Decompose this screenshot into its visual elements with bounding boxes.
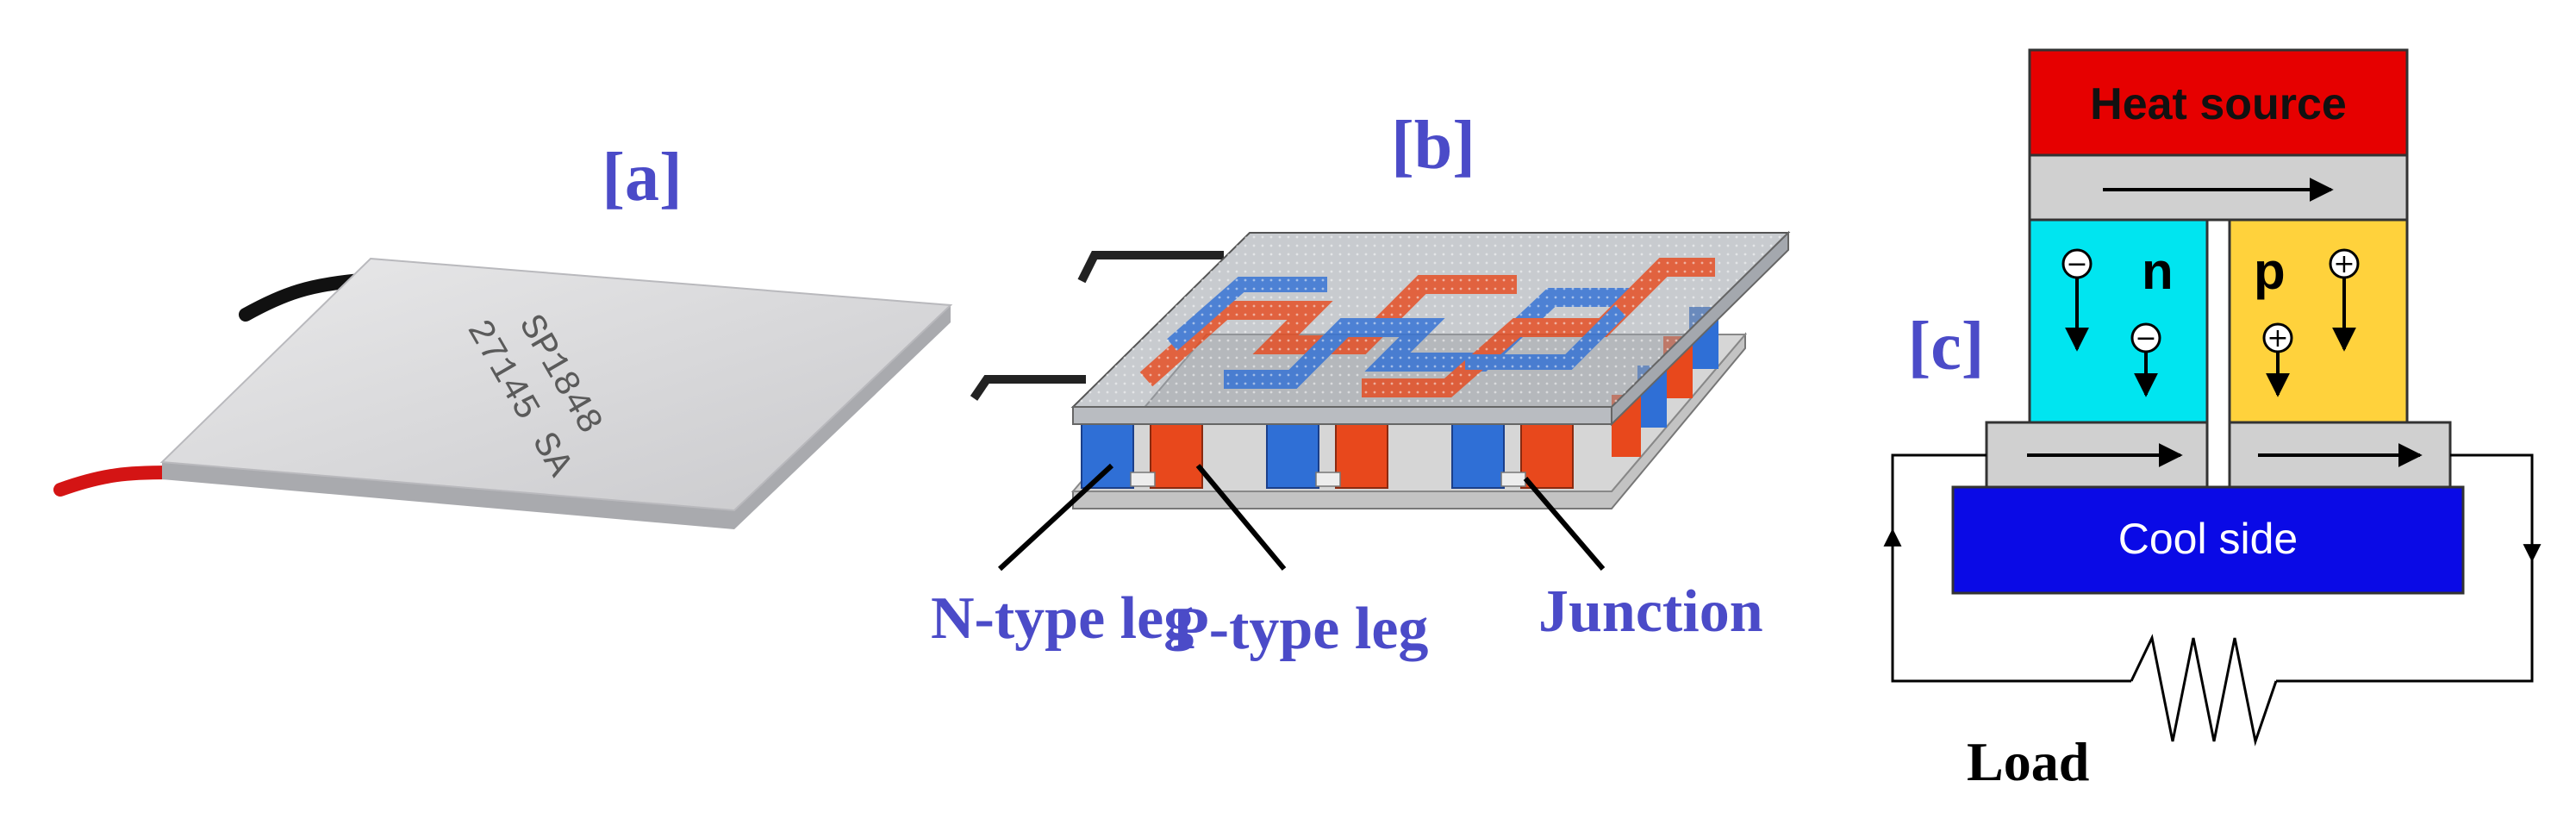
- peltier-module-photo: SP1848 27145 SA: [53, 257, 953, 529]
- n-type-leg: [1451, 420, 1505, 489]
- n-type-leg: [1266, 420, 1319, 489]
- n-leg-callout-line: [997, 463, 1114, 572]
- junction-label: Junction: [1538, 578, 1763, 645]
- panel-c: [c] Heat source n p − − +: [1883, 48, 2542, 792]
- p-type-leg-label: P-type leg: [1172, 596, 1428, 662]
- cool-side-block: [1951, 485, 2465, 595]
- panel-a-label: [a]: [602, 140, 682, 216]
- junction-strip: [1500, 472, 1526, 487]
- junction-strip: [1130, 472, 1156, 487]
- hole-carrier: +: [2329, 248, 2360, 352]
- p-leg-callout-line: [1195, 464, 1287, 571]
- panel-c-label: [c]: [1908, 309, 1985, 384]
- n-element-label: n: [2142, 242, 2174, 300]
- p-element-label: p: [2254, 242, 2286, 300]
- n-type-leg: [1081, 420, 1134, 489]
- load-resistor: [2130, 634, 2278, 747]
- electron-carrier: −: [2130, 322, 2161, 397]
- svg-text:−: −: [2135, 323, 2156, 353]
- load-label: Load: [1967, 731, 2089, 792]
- junction-strip: [1315, 472, 1341, 487]
- panel-b-label: [b]: [1391, 108, 1475, 184]
- hot-side-contact: [2028, 153, 2409, 222]
- p-type-element: [2228, 218, 2409, 424]
- n-type-element: [2028, 218, 2209, 424]
- heat-source-label: Heat source: [2090, 79, 2347, 129]
- hole-carrier: +: [2262, 322, 2293, 397]
- p-type-leg: [1520, 420, 1574, 489]
- panel-a: [a] SP1848 27145 SA: [53, 140, 953, 529]
- red-lead-wire: [53, 466, 175, 497]
- module-top-face: [159, 257, 953, 512]
- svg-text:−: −: [2066, 249, 2087, 279]
- lower-lead-wire: [970, 375, 1086, 401]
- teg-cross-section-illustration: [970, 230, 1791, 572]
- heat-source-block: [2028, 48, 2409, 157]
- junction-callout-line: [1523, 477, 1606, 571]
- p-type-leg: [1150, 420, 1203, 489]
- top-plate-edge: [1072, 406, 1612, 425]
- load-circuit: [1883, 453, 2542, 747]
- upper-lead-wire: [1077, 251, 1224, 284]
- cool-side-label: Cool side: [2118, 515, 2298, 563]
- svg-text:+: +: [2267, 323, 2288, 353]
- svg-text:+: +: [2333, 249, 2355, 279]
- electron-carrier: −: [2061, 248, 2093, 352]
- panel-b: [b]: [931, 108, 1791, 662]
- p-type-leg: [1335, 420, 1388, 489]
- n-type-leg-label: N-type leg: [931, 585, 1194, 652]
